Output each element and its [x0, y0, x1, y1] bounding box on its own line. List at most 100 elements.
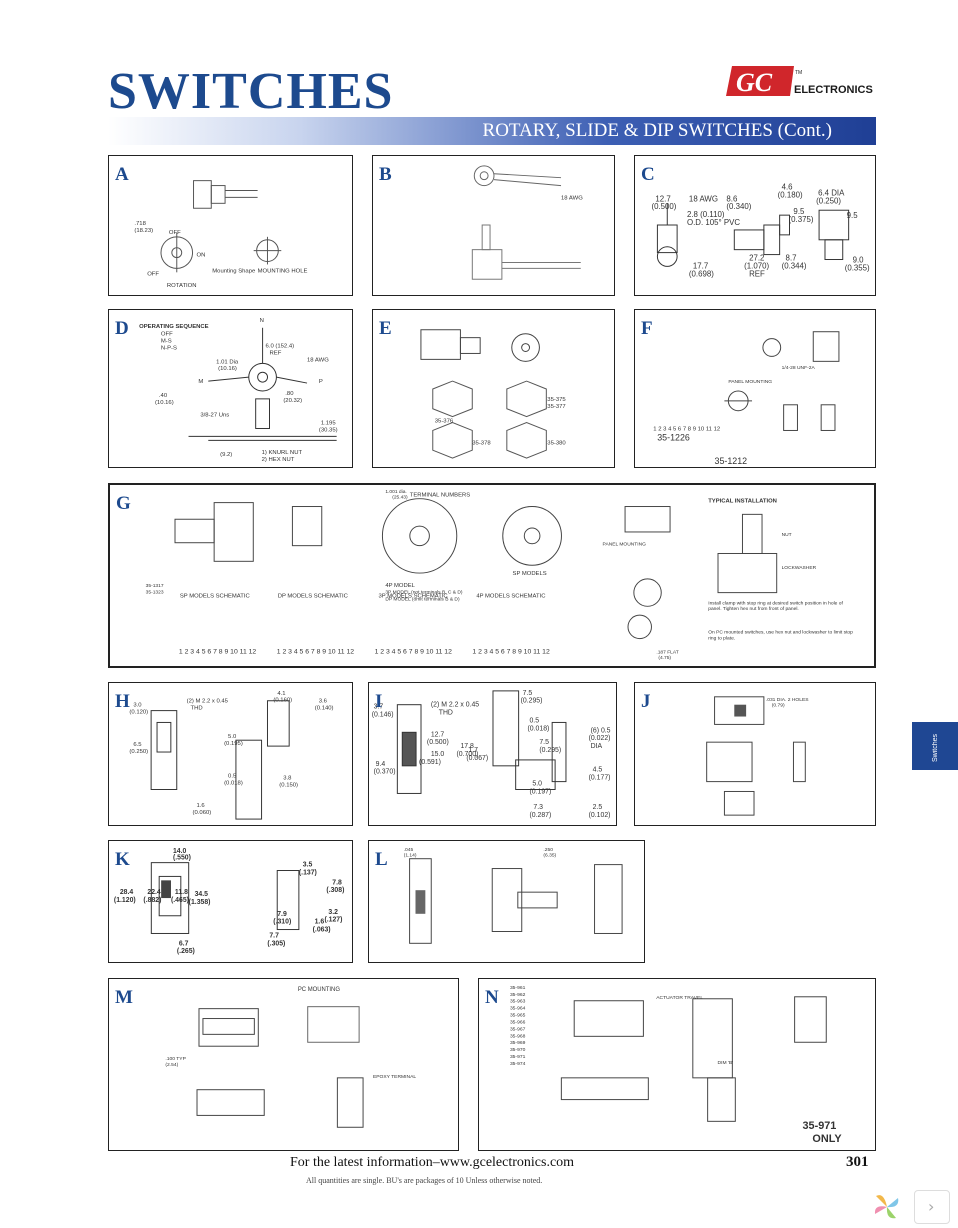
panel-k-dim-3: 28.4 [120, 889, 134, 896]
panel-d-label-12: P [319, 379, 323, 385]
panel-m-diagram: PC MOUNTING EPOXY TERMINAL .100 TYP (2.5… [165, 987, 416, 1128]
panel-g-model-1317: 35-1317 [146, 583, 164, 589]
panel-g-lockwasher: LOCKWASHER [782, 565, 817, 571]
panel-g-flat-mm: (4.75) [658, 655, 671, 661]
panel-i-dim-10: (0.500) [427, 739, 449, 746]
svg-text:TM: TM [795, 70, 802, 76]
panel-d-label-7: REF [270, 350, 282, 356]
panel-n-model-974: 35-974 [510, 1061, 526, 1067]
page-number: 301 [846, 1154, 869, 1170]
panel-g-panel-mounting: PANEL MOUNTING [603, 542, 647, 548]
panel-e-rotary-switch-drawing: 35-376 35-375 35-377 35-378 35-380 E [372, 309, 615, 468]
panel-d-label-11: M [198, 379, 203, 385]
panel-i-dim-20: (0.197) [529, 788, 551, 795]
panel-h-dim-15: 3.8 [283, 776, 292, 782]
panel-f-model-1212: 35-1212 [715, 456, 748, 466]
panel-i-dim-30: 2.5 [593, 804, 603, 811]
panel-h-dim-14: (0.018) [224, 781, 243, 787]
panel-i-dim-8: (0.370) [374, 769, 396, 776]
panel-e-diagram: 35-376 35-375 35-377 35-378 35-380 [420, 329, 566, 459]
panel-g-terminals-dp: 1 2 3 4 5 6 7 8 9 10 11 12 [277, 648, 355, 655]
panel-a-rotary-switch-drawing: OFF ON OFF ROTATION MOUNTING HOLE Mounti… [108, 155, 353, 296]
panel-j-diagram: .031 DIA. 2 HOLES (0.79) [706, 696, 809, 816]
panel-m-dip-switch-drawing: PC MOUNTING EPOXY TERMINAL .100 TYP (2.5… [108, 978, 459, 1151]
panel-c-dim-22: 9.0 [853, 255, 865, 264]
panel-k-dim-5: 22.4 [147, 889, 161, 896]
panel-g-dp-model: DP MODEL (omit terminals B & D) [385, 596, 460, 602]
panel-c-dim-10: 6.4 DIA [818, 188, 845, 197]
panel-m-pitch: .100 TYP [165, 1056, 186, 1062]
panel-k-letter: K [115, 849, 130, 870]
panel-n-model-965: 35-965 [510, 1013, 526, 1019]
panel-i-dim-15: 1.7 [468, 747, 478, 754]
panel-n-model-970: 35-970 [510, 1047, 526, 1053]
section-side-tab[interactable]: Switches [912, 722, 958, 770]
panel-k-dim-8: (.465) [171, 897, 189, 904]
panel-b-diagram: 18 AWG [471, 165, 583, 280]
panel-c-dim-9: (0.180) [778, 190, 803, 199]
panel-n-model-971-only: 35-971 [803, 1120, 837, 1132]
panel-g-flat: .187 FLAT [656, 649, 678, 655]
panel-d-label-2: OFF [161, 332, 173, 338]
panel-m-epoxy: EPOXY TERMINAL [373, 1074, 416, 1080]
panel-h-diagram: (2) M 2.2 x 0.45 THD 3.0 (0.120) 6.5 (0.… [129, 691, 334, 820]
panel-k-dim-11: 6.7 [179, 940, 189, 947]
panel-h-dim-11: 5.0 [228, 734, 237, 740]
panel-g-dia-mm: (25.43) [392, 495, 408, 501]
panel-k-slide-switch-drawing: 14.0 (.550) 28.4 (1.120) 22.4 (.882) 11.… [108, 840, 353, 963]
panel-h-dim-3: 3.0 [133, 703, 142, 709]
panel-n-dip-switch-drawing: 35-961 35-962 35-963 35-964 35-965 35-96… [478, 978, 876, 1151]
panel-n-actuator-travel: ACTUATOR TRAVEL [656, 995, 703, 1001]
panel-h-dim-4: (0.120) [129, 710, 148, 716]
panel-h-dim-2: THD [191, 706, 203, 712]
panel-i-dim-1: 3.7 [374, 704, 384, 711]
panel-n-model-962: 35-962 [510, 992, 526, 998]
panel-c-dim-14: 9.5 [847, 211, 859, 220]
panel-a-label-on: ON [196, 253, 205, 259]
panel-i-dim-17: 0.5 [529, 717, 539, 724]
panel-b-letter: B [379, 164, 392, 185]
panel-d-label-10: (10.16) [218, 366, 237, 372]
panel-i-slide-switch-drawing: 3.7 (0.146) (2) M 2.2 x 0.45 THD 7.5 (0.… [368, 682, 617, 826]
section-side-tab-label: Switches [932, 734, 939, 763]
panel-k-dim-9: 34.5 [195, 891, 209, 898]
panel-g-diagram: TERMINAL NUMBERS 4P MODEL 3P MODEL (not … [146, 489, 853, 661]
panel-k-dim-18: (.127) [324, 917, 342, 924]
panel-d-label-19: (30.35) [319, 427, 338, 433]
section-subtitle-bar: ROTARY, SLIDE & DIP SWITCHES (Cont.) [108, 117, 876, 145]
panel-c-dim-23: (0.355) [845, 263, 870, 272]
panel-i-dim-21: 7.5 [539, 739, 549, 746]
panel-d-label-1: OPERATING SEQUENCE [139, 324, 209, 330]
panel-i-dim-22: (0.295) [539, 747, 561, 754]
panel-a-label-rotation: ROTATION [167, 283, 197, 289]
panel-j-letter: J [641, 691, 651, 712]
section-subtitle: ROTARY, SLIDE & DIP SWITCHES (Cont.) [482, 120, 832, 141]
panel-k-dim-19: 7.9 [277, 911, 287, 918]
panel-k-dim-14: (.137) [299, 869, 317, 876]
panel-k-dim-22: (.305) [267, 940, 285, 947]
next-page-button[interactable]: › [914, 1190, 950, 1224]
panel-c-dim-12: 9.5 [793, 207, 805, 216]
panel-m-pitch-mm: (2.54) [165, 1062, 178, 1068]
panel-g-dp-schematic: DP MODELS SCHEMATIC [278, 594, 349, 600]
panel-d-label-20: 1) KNURL NUT [262, 450, 303, 456]
panel-i-dim-24: (0.022) [589, 735, 611, 742]
panel-i-dim-31: (0.102) [589, 812, 611, 819]
panel-g-sp-models: SP MODELS [513, 571, 547, 577]
panel-c-diagram: 12.7 (0.500) 18 AWG 2.8 (0.110) O.D. 105… [651, 183, 870, 279]
panel-c-dim-7: (0.340) [726, 202, 751, 211]
panel-i-diagram: 3.7 (0.146) (2) M 2.2 x 0.45 THD 7.5 (0.… [372, 690, 611, 819]
panel-i-dim-29: (0.287) [529, 812, 551, 819]
panel-f-label-panel-mounting: PANEL MOUNTING [728, 379, 772, 385]
panel-d-label-14: (20.32) [283, 398, 302, 404]
panel-g-4p-model: 4P MODEL [385, 583, 415, 589]
panel-c-dim-17: 27.2 [749, 253, 764, 262]
panel-c-rotary-switch-drawing: 12.7 (0.500) 18 AWG 2.8 (0.110) O.D. 105… [634, 155, 876, 296]
panel-j-slide-switch-drawing: .031 DIA. 2 HOLES (0.79) J [634, 682, 876, 826]
panel-h-dim-13: 0.5 [228, 774, 237, 780]
panel-d-label-8: 18 AWG [307, 357, 329, 363]
panel-c-letter: C [641, 164, 655, 185]
panel-j-holes-mm: (0.79) [772, 703, 785, 709]
panel-k-dim-10: (1.358) [189, 899, 211, 906]
panel-n-model-967: 35-967 [510, 1026, 526, 1032]
